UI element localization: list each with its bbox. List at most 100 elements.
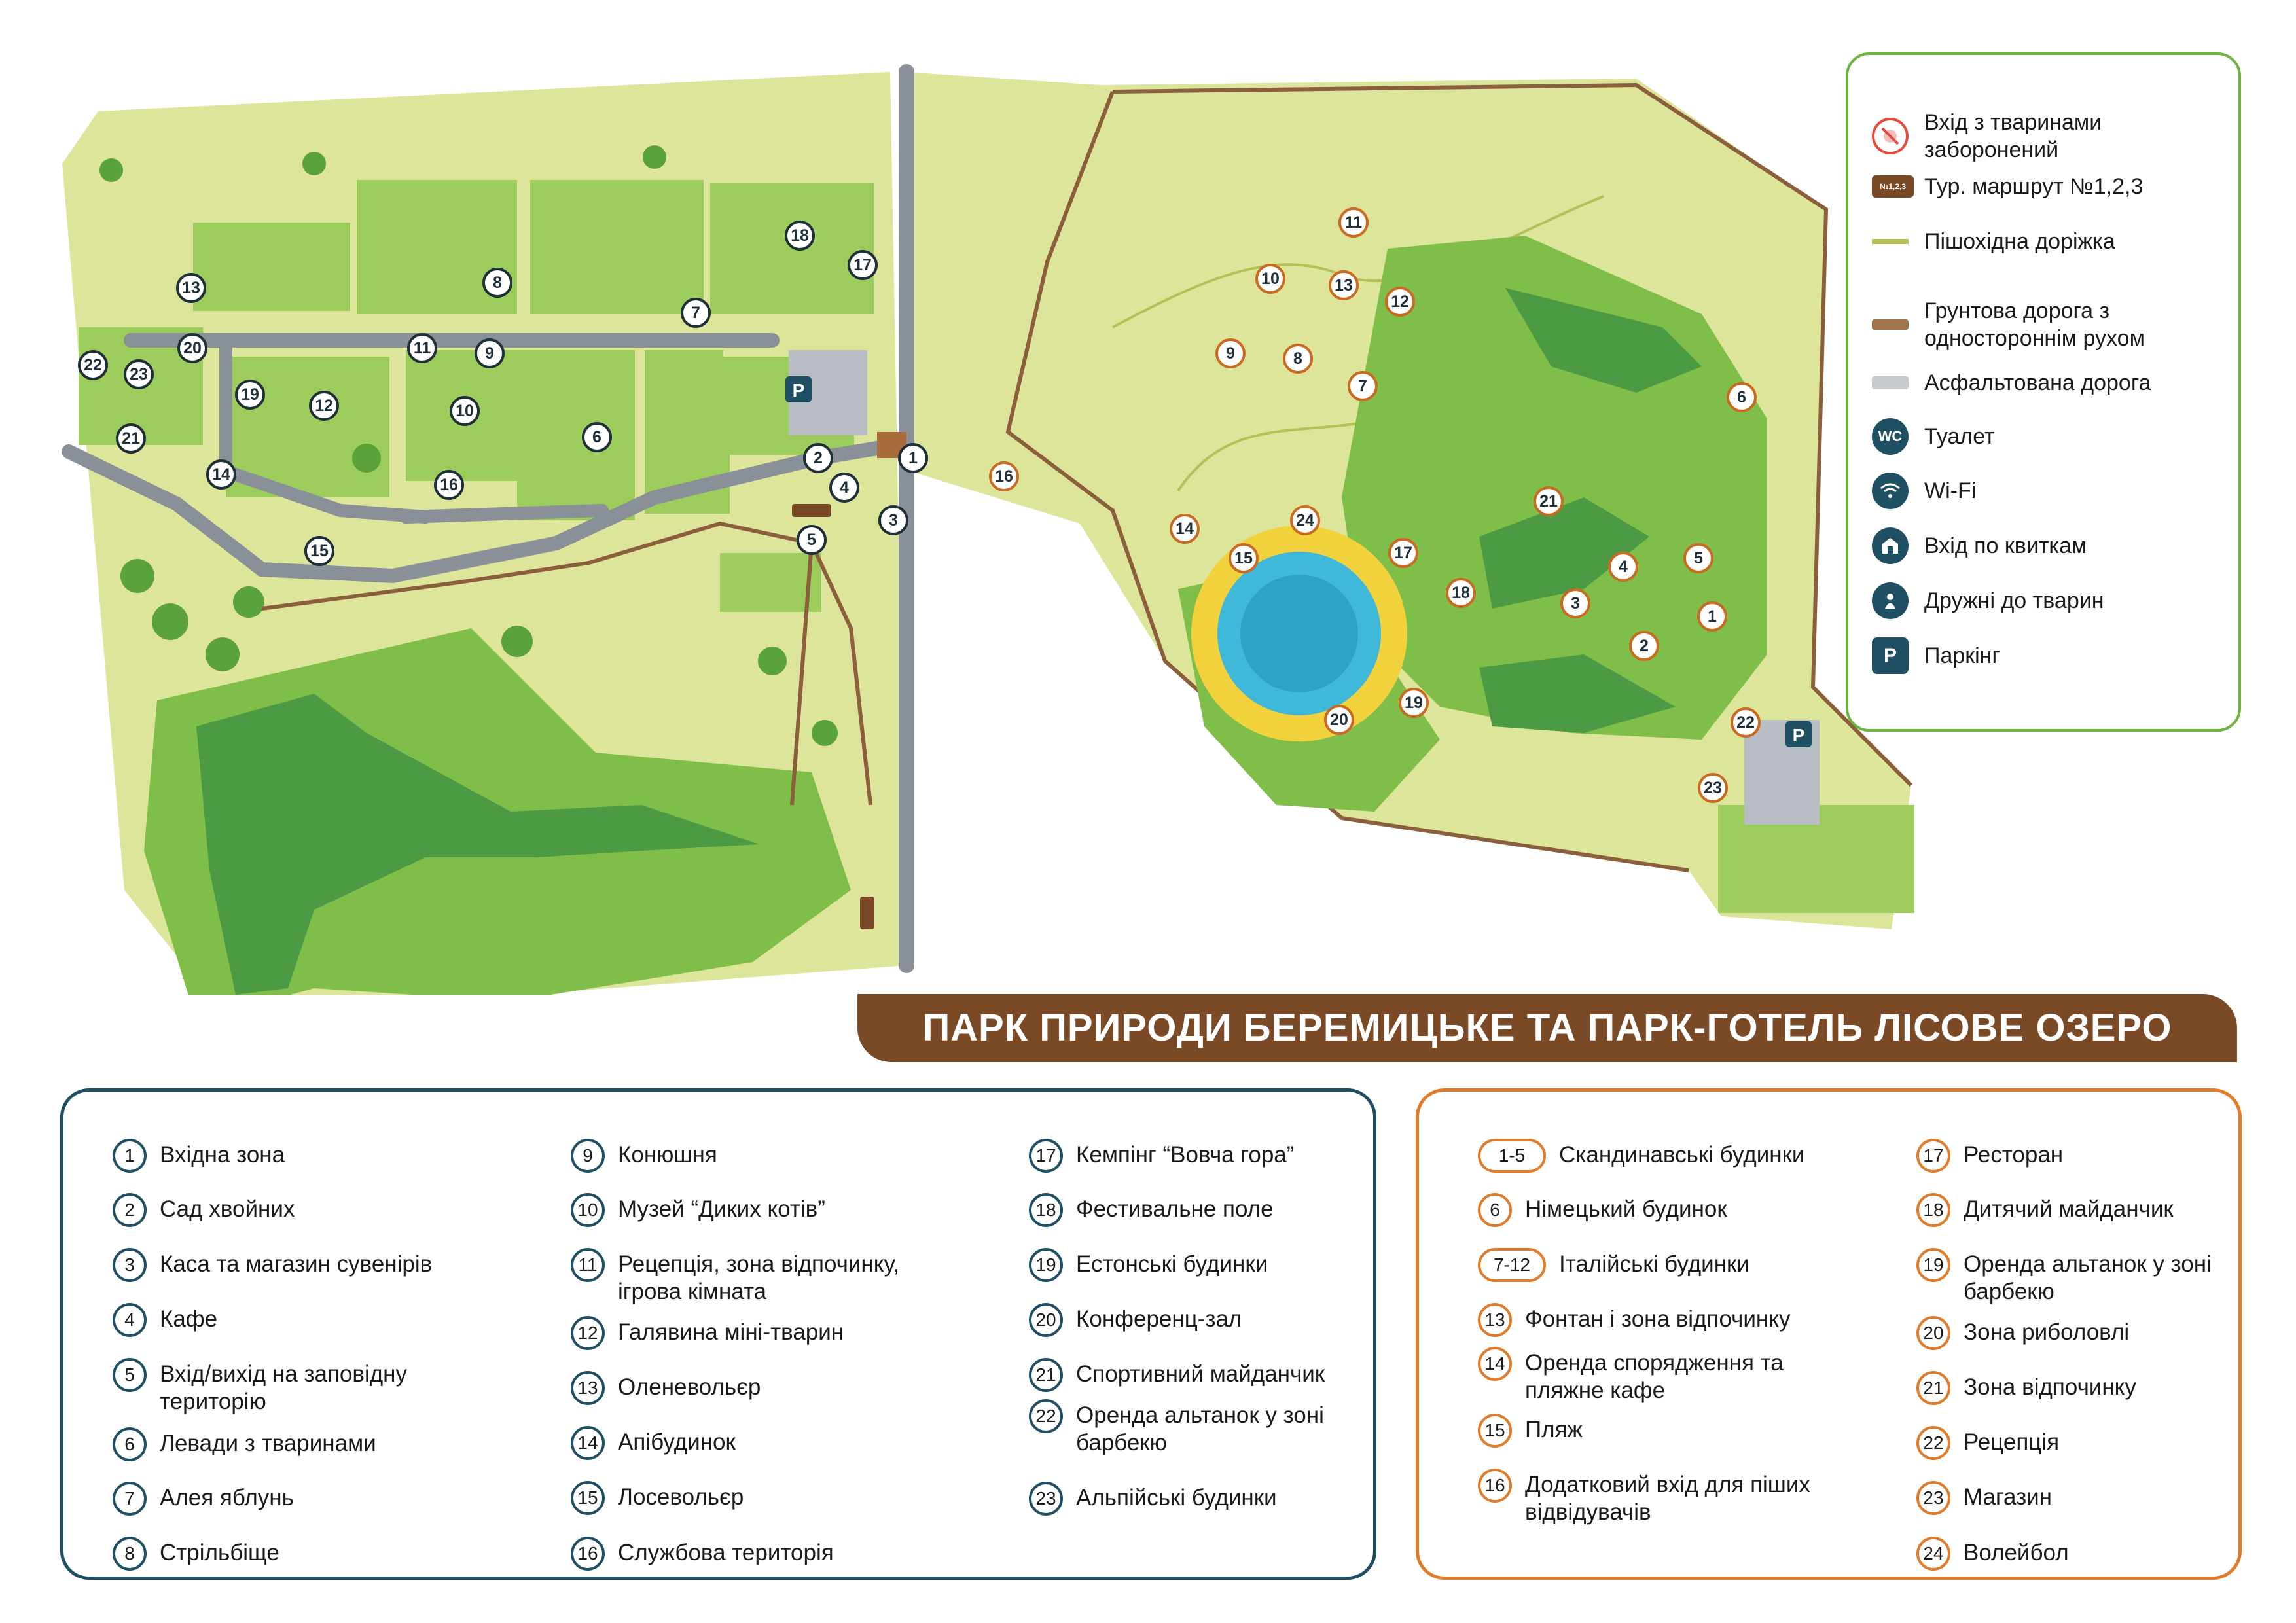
key-item-number: 9 <box>571 1139 605 1173</box>
parking-sign-right-label: P <box>1793 725 1805 745</box>
key-item-number: 11 <box>571 1248 605 1282</box>
key-item-label: Оренда спорядження та пляжне кафе <box>1525 1350 1784 1403</box>
hotel-marker-4: 4 <box>1608 552 1638 582</box>
legend-row-tour-route: №1,2,3 Тур. маршрут №1,2,3 <box>1872 173 2143 200</box>
key-item-number: 15 <box>571 1481 605 1515</box>
key-item-number: 2 <box>113 1193 147 1227</box>
key-item-label: Зона відпочинку <box>1964 1374 2136 1400</box>
hotel-marker-14: 14 <box>1170 514 1200 544</box>
key-item-label: Пляж <box>1525 1417 1583 1442</box>
park-marker-20: 20 <box>177 333 207 363</box>
hotel-marker-19: 19 <box>1399 688 1429 718</box>
key-item-number: 3 <box>113 1248 147 1282</box>
key-item-number: 10 <box>571 1193 605 1227</box>
key-item-number: 13 <box>1478 1303 1512 1337</box>
key-item-label: Левади з тваринами <box>160 1431 376 1456</box>
key-item-number: 23 <box>1916 1481 1950 1515</box>
ticket-entrance-icon <box>1872 527 1909 564</box>
park-marker-1: 1 <box>898 443 928 473</box>
park-marker-2: 2 <box>803 443 833 473</box>
key-item-label: Додатковий вхід для піших відвідувачів <box>1525 1472 1810 1525</box>
key-item-label: Кафе <box>160 1306 218 1332</box>
key-item-number: 13 <box>571 1371 605 1405</box>
key-item: 9 Конюшня <box>571 1139 965 1173</box>
key-item-number: 1-5 <box>1478 1139 1546 1173</box>
key-item-label: Кемпінг “Вовча гора” <box>1076 1142 1295 1168</box>
key-item-number: 23 <box>1029 1482 1063 1516</box>
key-item-number: 18 <box>1916 1193 1950 1227</box>
key-item-label: Вхід/вихід на заповідну територію <box>160 1361 408 1414</box>
hotel-marker-15: 15 <box>1229 543 1259 573</box>
key-item-label: Естонські будинки <box>1076 1251 1268 1277</box>
lake-inner <box>1240 575 1358 692</box>
legend-label: Грунтова дорога з одностороннім рухом <box>1924 298 2145 351</box>
hotel-marker-2: 2 <box>1629 631 1659 661</box>
park-marker-8: 8 <box>482 268 512 298</box>
key-item-number: 21 <box>1029 1358 1063 1392</box>
hotel-marker-11: 11 <box>1338 207 1369 238</box>
tour-route-sign-icon: №1,2,3 <box>1872 175 1914 198</box>
hotel-ponds <box>1479 288 1702 733</box>
legend-row-wifi: Wi-Fi <box>1872 473 1976 509</box>
park-marker-13: 13 <box>176 273 206 303</box>
no-pets-icon <box>1872 118 1909 154</box>
legend-row-no-pets: Вхід з тваринами заборонений <box>1872 109 2238 164</box>
parking-sign-left-label: P <box>793 380 805 401</box>
hotel-marker-22: 22 <box>1731 707 1761 738</box>
key-item-label: Каса та магазин сувенірів <box>160 1251 433 1277</box>
park-marker-18: 18 <box>785 221 815 251</box>
key-item-label: Магазин <box>1964 1484 2053 1510</box>
parking-sign-left <box>785 376 812 402</box>
key-item-number: 17 <box>1029 1139 1063 1173</box>
park-marker-4: 4 <box>829 473 859 503</box>
park-marker-11: 11 <box>407 333 437 363</box>
park-marker-7: 7 <box>681 298 711 328</box>
key-item-label: Оленевольєр <box>618 1374 761 1400</box>
hotel-marker-24: 24 <box>1290 505 1320 535</box>
key-item-number: 15 <box>1478 1414 1512 1448</box>
park-marker-21: 21 <box>116 423 146 454</box>
key-item-label: Сад хвойних <box>160 1196 295 1222</box>
key-item-label: Конюшня <box>618 1142 717 1168</box>
park-marker-23: 23 <box>124 359 154 389</box>
hotel-marker-12: 12 <box>1385 287 1415 317</box>
hotel-marker-7: 7 <box>1348 371 1378 401</box>
key-item-number: 16 <box>571 1537 605 1571</box>
footpath-icon <box>1872 239 1909 244</box>
legend-row-pet-friendly: Дружні до тварин <box>1872 582 2104 619</box>
key-item-label: Вхідна зона <box>160 1142 285 1168</box>
map-legend: Вхід з тваринами заборонений №1,2,3 Тур.… <box>1846 52 2241 732</box>
park-marker-17: 17 <box>848 250 878 280</box>
legend-row-asphalt-road: Асфальтована дорога <box>1872 369 2151 397</box>
dirt-road-icon <box>1872 319 1909 330</box>
key-item-number: 19 <box>1916 1248 1950 1282</box>
pet-friendly-icon <box>1872 582 1909 619</box>
key-item-number: 14 <box>571 1426 605 1460</box>
legend-label: Тур. маршрут №1,2,3 <box>1924 174 2144 199</box>
key-item-number: 17 <box>1916 1139 1950 1173</box>
key-item-number: 21 <box>1916 1371 1950 1405</box>
hotel-marker-18: 18 <box>1446 578 1476 608</box>
enclosures <box>79 180 1914 913</box>
key-item: 14 Апібудинок <box>571 1426 965 1460</box>
key-item-label: Апібудинок <box>618 1429 736 1455</box>
